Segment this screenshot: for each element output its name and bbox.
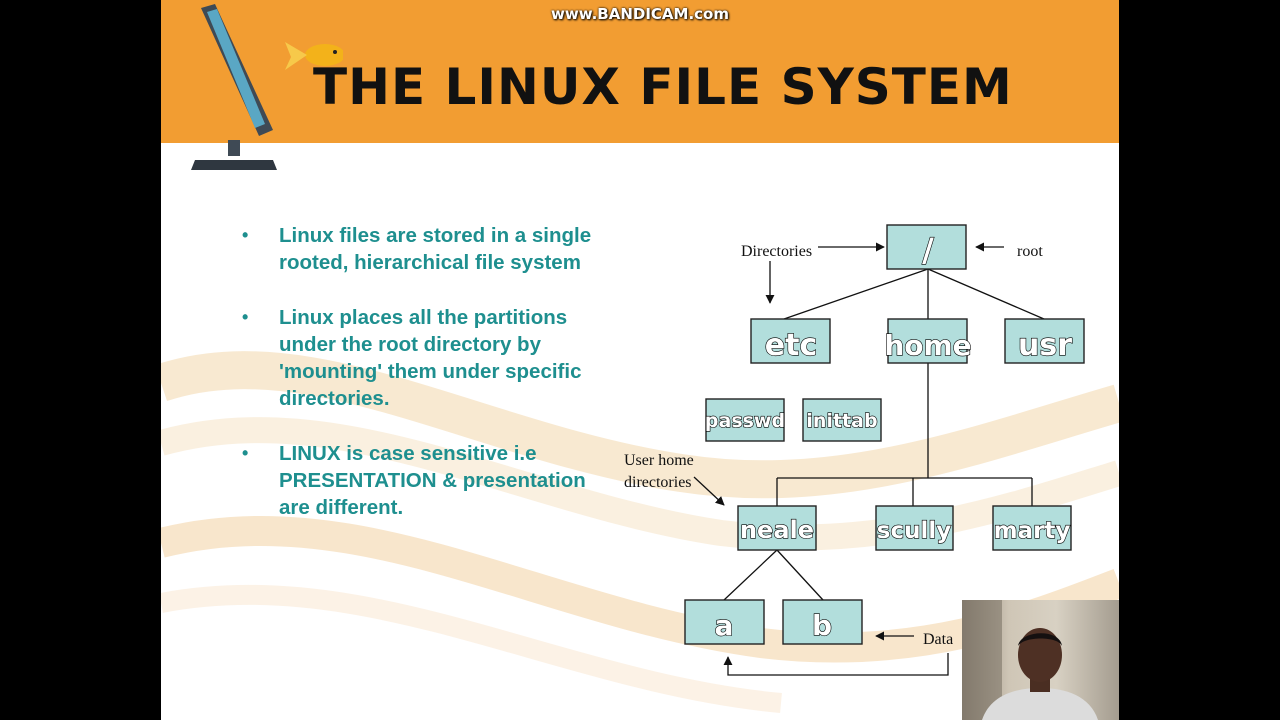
bandicam-watermark: www.BANDICAM.com bbox=[550, 5, 729, 23]
node-label: / bbox=[922, 231, 934, 269]
slide-title: THE LINUX FILE SYSTEM bbox=[313, 58, 1013, 116]
node-label: usr bbox=[1018, 328, 1072, 363]
bullet-text: Linux files are stored in a single roote… bbox=[279, 224, 592, 274]
node-inittab: inittab bbox=[802, 398, 882, 442]
slide: www.BANDICAM.com THE LINUX FILE SYSTEM •… bbox=[161, 0, 1119, 720]
node-label: etc bbox=[765, 328, 817, 363]
webcam-presenter bbox=[962, 600, 1119, 720]
node-b: b bbox=[782, 599, 863, 645]
goldfish-icon bbox=[285, 42, 343, 70]
node-usr: usr bbox=[1004, 318, 1085, 364]
annotation-user-home: User home bbox=[624, 452, 694, 469]
bullet-item: • Linux files are stored in a single roo… bbox=[239, 222, 619, 276]
annotation-root: root bbox=[1017, 243, 1043, 260]
node-label: neale bbox=[740, 516, 814, 544]
node-neale: neale bbox=[737, 505, 817, 551]
bullet-text: Linux places all the partitions under th… bbox=[279, 306, 582, 410]
monitor-icon bbox=[191, 4, 343, 170]
node-label: inittab bbox=[806, 410, 877, 432]
bullet-dot: • bbox=[242, 225, 249, 245]
annotation-data: Data bbox=[923, 631, 953, 648]
node-marty: marty bbox=[992, 505, 1072, 551]
bullet-list: • Linux files are stored in a single roo… bbox=[239, 222, 619, 549]
bullet-item: • Linux places all the partitions under … bbox=[239, 304, 619, 412]
node-label: home bbox=[884, 329, 971, 362]
node-label: passwd bbox=[705, 410, 785, 432]
filesystem-diagram: / etc home usr passwd inittab neale scu bbox=[624, 224, 1085, 676]
annotation-user-home-dirs: directories bbox=[624, 474, 692, 491]
node-home: home bbox=[884, 318, 972, 364]
title-banner bbox=[161, 0, 1119, 143]
bullet-text: LINUX is case sensitive i.e PRESENTATION… bbox=[279, 442, 586, 519]
node-root: / bbox=[886, 224, 967, 270]
annotation-directories: Directories bbox=[741, 243, 812, 260]
bullet-item: • LINUX is case sensitive i.e PRESENTATI… bbox=[239, 440, 619, 521]
node-a: a bbox=[684, 599, 765, 645]
node-passwd: passwd bbox=[704, 398, 786, 442]
bullet-dot: • bbox=[242, 443, 249, 463]
bullet-dot: • bbox=[242, 307, 249, 327]
node-label: scully bbox=[877, 518, 951, 544]
annotation-arrows bbox=[693, 242, 1004, 676]
node-label: b bbox=[812, 609, 832, 642]
node-label: marty bbox=[994, 518, 1071, 544]
node-scully: scully bbox=[875, 505, 954, 551]
node-label: a bbox=[715, 609, 734, 642]
node-etc: etc bbox=[750, 318, 831, 364]
presenter-silhouette bbox=[962, 600, 1098, 720]
tree-edges bbox=[723, 268, 1045, 601]
